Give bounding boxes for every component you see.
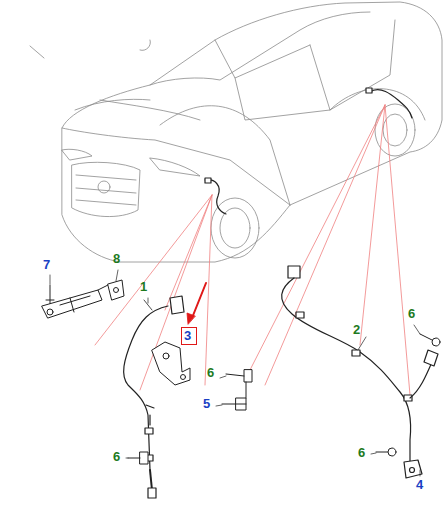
pointer-arrow: [187, 283, 206, 324]
sensor-wire-on-car: [205, 88, 412, 214]
callout-number: 3: [184, 329, 194, 342]
vehicle-outline: [30, 2, 442, 262]
callout-number: 5: [203, 397, 210, 410]
sensor-bracket: [152, 342, 190, 385]
callout-number: 1: [140, 280, 147, 293]
callout-number: 2: [353, 323, 360, 336]
clip-part: [108, 280, 124, 300]
callout-number: 6: [207, 366, 214, 379]
callout-number: 6: [113, 450, 120, 463]
callout-number: 7: [43, 258, 50, 271]
bracket-part: [42, 285, 108, 318]
callout-number: 6: [408, 307, 415, 320]
highlighted-callout: 3: [181, 327, 197, 345]
callout-number: 8: [113, 252, 120, 265]
front-harness: [124, 296, 184, 498]
leader-line: [50, 270, 420, 476]
reference-line: [95, 105, 410, 395]
rear-harness: [282, 266, 438, 478]
callout-number: 6: [358, 446, 365, 459]
sensor-part: [128, 370, 252, 464]
callout-number: 4: [416, 478, 423, 491]
bolt-part: [376, 334, 440, 456]
